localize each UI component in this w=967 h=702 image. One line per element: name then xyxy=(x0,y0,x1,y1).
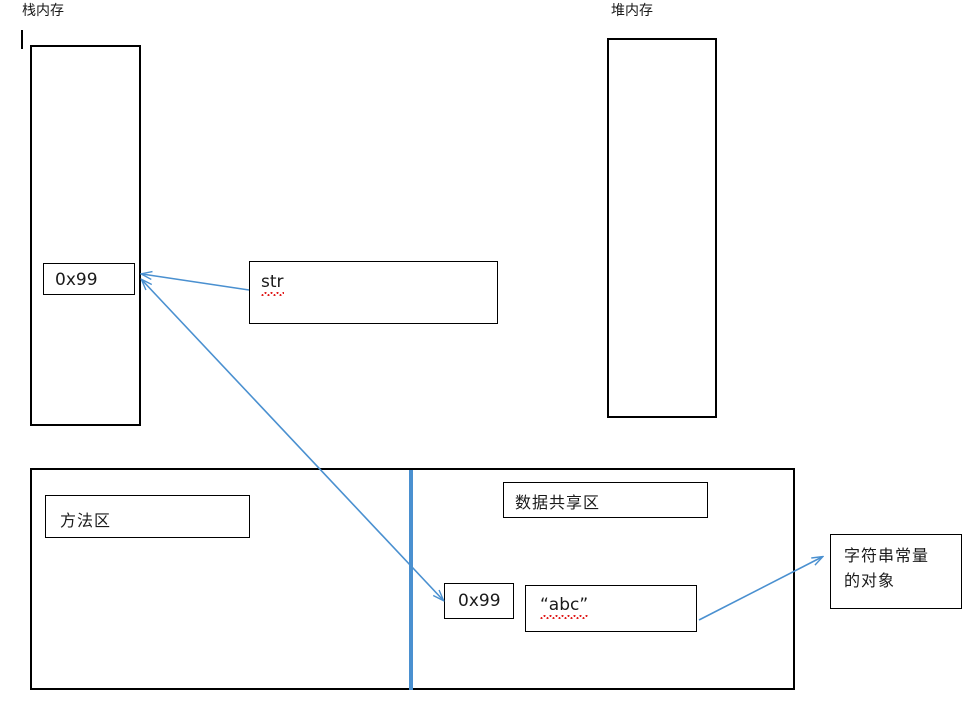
stack-memory-title: 栈内存 xyxy=(22,3,64,19)
variable-name-text: str xyxy=(261,272,284,296)
heap-memory-title: 堆内存 xyxy=(611,3,653,19)
string-literal-box xyxy=(525,585,697,632)
stack-slot-value: 0x99 xyxy=(55,270,98,290)
area-divider-line xyxy=(409,470,413,690)
variable-name-label: str xyxy=(261,272,284,296)
variable-box xyxy=(249,261,498,324)
pool-address-box xyxy=(444,583,514,619)
string-constant-object-box xyxy=(830,534,962,609)
stack-slot-box xyxy=(43,263,135,295)
stack-pointer-tick-mark xyxy=(21,30,23,49)
pool-address-value: 0x99 xyxy=(458,591,501,611)
string-literal-text: “abc” xyxy=(540,595,589,619)
method-area-label: 方法区 xyxy=(60,511,112,530)
string-literal-label: “abc” xyxy=(540,595,589,619)
arrow-variable-to-stack-slot xyxy=(142,274,250,291)
heap-memory-region xyxy=(607,38,717,418)
stack-memory-region xyxy=(30,45,141,426)
shared-data-area-box xyxy=(503,482,708,518)
shared-data-area-label: 数据共享区 xyxy=(515,493,601,512)
string-constant-object-label: 字符串常量 的对象 xyxy=(844,546,930,590)
